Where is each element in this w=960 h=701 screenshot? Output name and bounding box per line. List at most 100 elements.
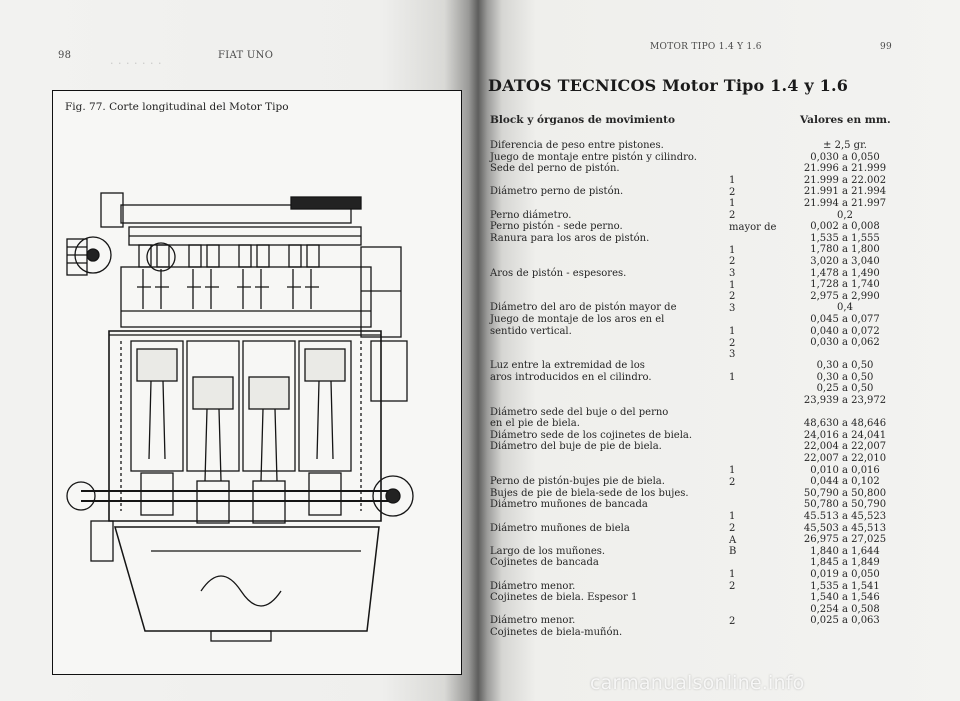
size-class-line	[729, 395, 776, 407]
value-line: 0,30 a 0,50	[816, 371, 874, 383]
front-cover	[90, 520, 114, 562]
parameter-line	[490, 175, 697, 187]
size-class-line: 1	[729, 279, 736, 291]
value-line: 21.999 a 22.002	[803, 174, 887, 186]
value-line: 21.994 a 21.997	[803, 197, 887, 209]
parameter-line: Cojinetes de bancada	[490, 557, 599, 569]
size-class-line	[729, 233, 776, 245]
size-class-line	[729, 593, 776, 605]
values-heading: Valores en mm.	[800, 114, 891, 126]
value-line: 0,040 a 0,072	[810, 325, 880, 337]
value-line: 50,790 a 50,800	[803, 487, 887, 499]
parameter-column: Diferencia de peso entre pistones.Juego …	[490, 140, 697, 639]
parameter-line	[490, 604, 697, 616]
size-class-line: 1	[729, 175, 736, 187]
value-line: 21.996 a 21.999	[803, 163, 887, 175]
size-class-line: B	[729, 546, 737, 558]
parameter-line	[490, 244, 697, 256]
value-line: 1,478 a 1,490	[810, 267, 880, 279]
parameter-line	[490, 453, 697, 465]
water-jacket	[120, 341, 362, 511]
value-line: 1,535 a 1,555	[810, 232, 880, 244]
parameter-line: Diámetro perno de pistón.	[490, 186, 624, 198]
size-class-line	[729, 419, 776, 431]
engine-block	[108, 330, 382, 522]
parameter-line: Sede del perno de pistón.	[490, 163, 620, 175]
size-class-line: mayor de	[729, 221, 777, 233]
value-line: 0,010 a 0,016	[810, 464, 880, 476]
parameter-line: Juego de montaje de los aros en el	[490, 313, 665, 325]
value-line: 45.513 a 45,523	[803, 511, 887, 522]
pistons	[136, 348, 346, 410]
figure-caption: Fig. 77. Corte longitudinal del Motor Ti…	[65, 101, 289, 113]
size-class-line: 2	[729, 615, 736, 627]
value-line: 0,030 a 0,062	[810, 337, 880, 349]
size-class-line	[729, 488, 776, 500]
size-class-line: 1	[729, 511, 736, 523]
parameter-line: Juego de montaje entre pistón y cilindro…	[490, 151, 697, 163]
value-line: 0,25 a 0,50	[816, 383, 874, 395]
size-class-line: 2	[729, 337, 736, 349]
parameter-line	[490, 534, 697, 546]
parameter-line: Cojinetes de biela-muñón.	[490, 626, 623, 638]
parameter-line: Diámetro menor.	[490, 580, 576, 592]
parameter-line: Diámetro del buje de pie de biela.	[490, 441, 662, 453]
size-class-line	[729, 453, 776, 465]
connecting-rods	[148, 380, 334, 482]
size-class-line	[729, 152, 776, 164]
running-head: FIAT UNO	[218, 50, 274, 61]
value-line: 0,030 a 0,050	[810, 151, 880, 163]
cylinders	[130, 340, 352, 472]
size-class-line	[729, 442, 776, 454]
drain-plug-area	[210, 630, 272, 642]
cylinder-head	[120, 266, 372, 328]
size-class-line	[729, 407, 776, 419]
value-line: 22,004 a 22,007	[803, 441, 887, 453]
size-class-line: 2	[729, 476, 736, 488]
parameter-line	[490, 256, 697, 268]
parameter-line	[490, 569, 697, 581]
parameter-line	[490, 511, 697, 523]
value-line: 2,975 a 2,990	[810, 290, 880, 302]
parameter-line: Diámetro sede del buje o del perno	[490, 406, 669, 418]
parameter-line	[490, 291, 697, 303]
parameter-line: Diámetro muñones de biela	[490, 522, 630, 534]
parameter-line: Diferencia de peso entre pistones.	[490, 140, 664, 151]
value-line: 22,007 a 22,010	[803, 453, 887, 465]
watermark: carmanualsonline.info	[590, 672, 805, 694]
size-class-line	[729, 430, 776, 442]
size-class-line: 1	[729, 244, 736, 256]
value-line: 3,020 a 3,040	[810, 255, 880, 267]
parameter-line: Diámetro del aro de pistón mayor de	[490, 302, 677, 314]
cam-pulley-cover	[290, 196, 362, 210]
cam-cover	[120, 204, 352, 224]
value-line: 24,016 a 24,041	[803, 429, 887, 441]
crankshaft	[66, 472, 414, 524]
value-line: 0,045 a 0,077	[810, 313, 880, 325]
parameter-line: Cojinetes de biela. Espesor 1	[490, 592, 638, 604]
parameter-line	[490, 198, 697, 210]
section-heading: Block y órganos de movimiento	[490, 114, 675, 126]
value-line: 1,840 a 1,644	[810, 545, 880, 557]
size-class-line	[729, 627, 776, 639]
size-class-line: A	[729, 534, 737, 546]
value-line	[790, 407, 900, 419]
parameter-line: Diámetro sede de los cojinetes de biela.	[490, 429, 693, 441]
rear-housing	[360, 246, 402, 338]
valves	[137, 269, 319, 309]
size-class-line: 2	[729, 209, 736, 221]
parameter-line: Perno de pistón-bujes pie de biela.	[490, 476, 665, 488]
parameter-line: Ranura para los aros de pistón.	[490, 232, 650, 244]
value-line: 50,780 a 50,790	[803, 499, 887, 511]
size-class-line: 2	[729, 580, 736, 592]
size-class-line: 2	[729, 256, 736, 268]
value-line: 0,044 a 0,102	[810, 476, 880, 488]
parameter-line: sentido vertical.	[490, 325, 572, 337]
size-class-line: 1	[729, 372, 736, 384]
parameter-line: Largo de los muñones.	[490, 545, 606, 557]
size-class-line	[729, 500, 776, 512]
value-line: 21.991 a 21.994	[803, 186, 887, 198]
size-class-line: 1	[729, 198, 736, 210]
page-title: DATOS TECNICOS Motor Tipo 1.4 y 1.6	[488, 76, 849, 95]
